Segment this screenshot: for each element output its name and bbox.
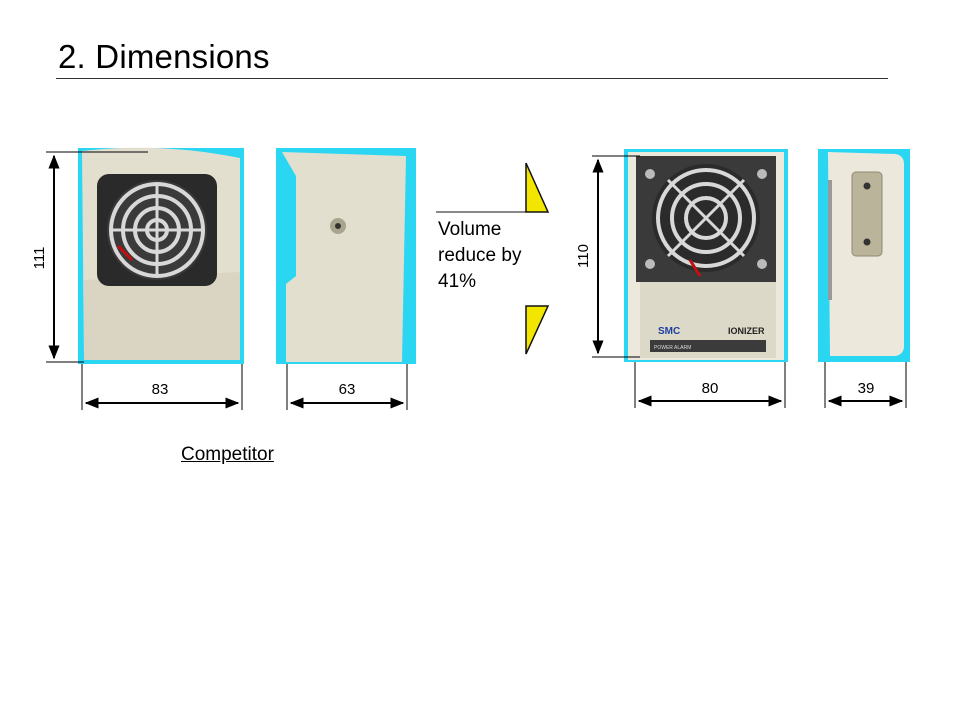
competitor-depth-dimension bbox=[286, 364, 408, 410]
smc-product-text: IONIZER bbox=[728, 326, 765, 336]
smc-brand-text: SMC bbox=[658, 326, 680, 337]
competitor-width-dimension bbox=[81, 364, 243, 410]
reduction-arrow bbox=[436, 162, 550, 355]
competitor-front-photo bbox=[78, 147, 244, 364]
competitor-height-dimension bbox=[46, 151, 148, 363]
smc-height-dimension bbox=[592, 155, 640, 358]
competitor-height-label: 111 bbox=[31, 247, 48, 270]
smc-front-photo bbox=[624, 149, 788, 362]
volume-reduction-note: Volume reduce by 41% bbox=[438, 219, 522, 292]
title-underline bbox=[56, 78, 888, 79]
smc-width-label: 80 bbox=[702, 380, 719, 397]
competitor-side-photo bbox=[276, 148, 416, 364]
smc-width-dimension bbox=[634, 362, 786, 408]
smc-side-photo bbox=[818, 149, 910, 362]
smc-panel-text: POWER ALARM bbox=[654, 345, 691, 351]
competitor-width-label: 83 bbox=[152, 381, 169, 398]
slide-title: 2. Dimensions bbox=[58, 38, 270, 75]
competitor-label: Competitor bbox=[181, 444, 274, 465]
smc-depth-dimension bbox=[824, 362, 907, 408]
smc-height-label: 110 bbox=[575, 244, 592, 268]
competitor-depth-label: 63 bbox=[339, 381, 356, 398]
smc-depth-label: 39 bbox=[858, 380, 875, 397]
